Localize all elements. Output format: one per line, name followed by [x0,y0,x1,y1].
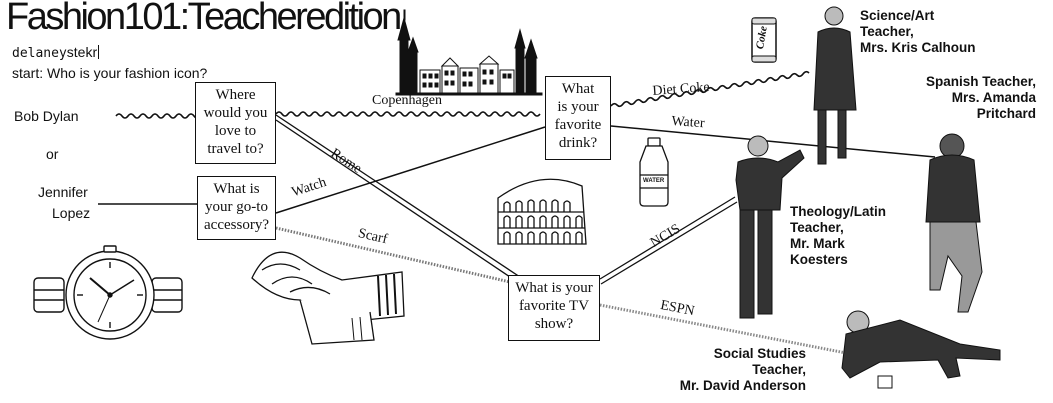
line-ncis-b [600,201,738,285]
teacher-caption-line: Spanish Teacher, [925,74,1036,89]
option-jennifer-line1: Jennifer [38,184,88,200]
question-travel-line: travel to? [207,141,264,157]
question-drink: What is your favorite drink? [545,76,611,160]
teacher-caption-line: Pritchard [976,106,1036,121]
teacher-caption-line: Social Studies [713,346,806,361]
question-drink-line: is your [557,99,599,115]
teacher-caption-line: Science/Art [860,8,935,23]
question-accessory-line: What is [213,181,260,197]
question-travel: Where would you love to travel to? [195,82,276,164]
teacher-caption-koesters: Theology/Latin Teacher, Mr. Mark Koester… [790,204,886,268]
question-drink-line: favorite [554,117,602,133]
teacher-caption-line: Mr. David Anderson [679,378,806,393]
line-rome-b [275,119,520,284]
question-travel-line: would you [203,105,268,121]
teacher-caption-line: Teacher, [752,362,806,377]
teacher-caption-line: Teacher, [790,220,844,235]
line-scarf [275,226,511,284]
teacher-caption-pritchard: Spanish Teacher, Mrs. Amanda Pritchard [926,74,1036,122]
line-water [610,125,936,158]
coke-can-icon [751,17,777,63]
byline: delaneystekr [12,44,100,61]
edge-label-water: Water [670,114,705,132]
question-travel-line: love to [214,123,257,139]
watch-icon [33,245,183,340]
teacher-caption-anderson: Social Studies Teacher, Mr. David Anders… [660,346,806,394]
byline-prefix: delaney [12,46,67,61]
question-drink-line: What [561,81,595,97]
colosseum-icon [497,178,587,245]
start-prompt: start: Who is your fashion icon? [12,65,208,81]
teacher-caption-line: Mrs. Kris Calhoun [860,40,976,55]
wavy-line-diet-coke [610,70,810,108]
question-tv-line: What is your [515,280,593,296]
option-or: or [46,146,59,162]
line-watch [275,126,546,214]
teacher-caption-line: Mr. Mark [790,236,845,251]
teacher-caption-line: Teacher, [860,24,914,39]
question-accessory: What is your go-to accessory? [197,176,276,240]
teacher-caption-line: Koesters [790,252,848,267]
teacher-photo [735,6,1001,389]
option-jennifer-line2: Lopez [52,205,91,221]
teacher-caption-line: Theology/Latin [790,204,886,219]
line-ncis-a [599,196,736,280]
text-cursor [98,45,100,59]
line-rome-a [275,114,524,280]
scarf-icon [251,251,405,345]
question-accessory-line: accessory? [204,217,269,233]
byline-suffix: stekr [66,44,98,60]
question-tv-line: favorite TV [518,298,590,314]
option-bob-dylan: Bob Dylan [14,108,79,124]
water-bottle-label: WATER [643,178,665,184]
teacher-caption-calhoun: Science/Art Teacher, Mrs. Kris Calhoun [860,8,976,56]
water-bottle-icon [639,137,669,207]
question-tv: What is your favorite TV show? [508,275,600,341]
edge-label-copenhagen: Copenhagen [372,93,442,108]
question-travel-line: Where [215,87,256,103]
question-drink-line: drink? [558,135,598,151]
page-title: Fashion101:Teacheredition [6,0,402,38]
question-tv-line: show? [534,316,574,332]
teacher-caption-line: Mrs. Amanda [951,90,1036,105]
question-accessory-line: your go-to [205,199,268,215]
wavy-line-copenhagen [275,111,541,117]
skyline-icon [395,9,543,96]
